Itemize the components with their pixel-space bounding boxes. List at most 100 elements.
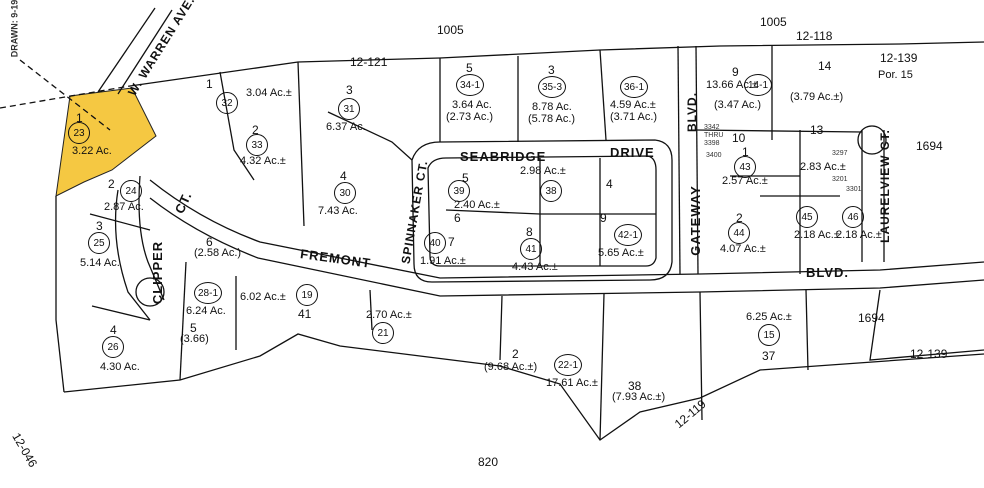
- parcel-39-lot-b: 6: [454, 211, 461, 225]
- parcel-35-lot: 3: [548, 63, 555, 77]
- ref-3297: 3297: [832, 150, 848, 157]
- parcel-42-lot: 9: [600, 211, 607, 225]
- parcel-14-acres: 13.66 Ac.±: [706, 79, 758, 91]
- parcel-25-acres: 5.14 Ac.: [80, 257, 120, 269]
- parcel-32-lot: 1: [206, 77, 213, 91]
- parcel-22-acres-b: (9.68 Ac.±): [484, 361, 538, 373]
- parcel-39-lot: 5: [462, 171, 469, 185]
- parcel-32-id[interactable]: 32: [216, 92, 238, 114]
- parcel-23-acres: 3.22 Ac.: [72, 145, 112, 157]
- parcel-35-acres: 8.78 Ac.: [532, 101, 572, 113]
- parcel-28-lot: 5: [190, 321, 197, 335]
- ref-1005-a: 1005: [437, 23, 464, 37]
- parcel-26-id[interactable]: 26: [102, 336, 124, 358]
- parcel-24-id[interactable]: 24: [120, 180, 142, 202]
- parcel-33-acres: 4.32 Ac.±: [240, 155, 286, 167]
- warren-ave-line-2: [117, 9, 173, 95]
- parcel-36-acres: 4.59 Ac.±: [610, 99, 656, 111]
- dashed-diag: [19, 59, 111, 131]
- parcel-39-id[interactable]: 39: [448, 180, 470, 202]
- street-seabridge: SEABRIDGE: [460, 149, 547, 164]
- parcel-28-id[interactable]: 28-1: [194, 282, 222, 304]
- parcel-21-id[interactable]: 21: [372, 322, 394, 344]
- ref-12-139-a: 12-139: [880, 51, 918, 65]
- parcel-14-top: 14: [818, 59, 832, 73]
- parcel-258-lot: 6: [206, 235, 213, 249]
- parcel-43-id[interactable]: 43: [734, 156, 756, 178]
- parcel-14-lot: 9: [732, 65, 739, 79]
- gateway-blvd-east: [695, 45, 699, 275]
- parcel-42-id[interactable]: 42-1: [614, 224, 642, 246]
- warren-ave-line: [97, 7, 156, 93]
- ref-por-15: Por. 15: [878, 69, 913, 81]
- parcel-38-id[interactable]: 38: [540, 180, 562, 202]
- parcel-31-id[interactable]: 31: [338, 98, 360, 120]
- seabridge-loop-inner: [427, 155, 657, 267]
- parcel-15-id[interactable]: 15: [758, 324, 780, 346]
- parcel-26-lot: 4: [110, 323, 117, 337]
- parcel-30-lot: 4: [340, 169, 347, 183]
- parcel-33-id[interactable]: 33: [246, 134, 268, 156]
- parcel-23-id[interactable]: 23: [68, 122, 90, 144]
- ref-3398: 3398: [704, 140, 720, 147]
- fremont-north: [149, 179, 984, 279]
- parcel-43-acres: 2.57 Ac.±: [722, 175, 768, 187]
- street-blvd-top: BLVD.: [685, 91, 700, 133]
- parcel-41-id[interactable]: 41: [520, 238, 542, 260]
- street-blvd-right: BLVD.: [806, 265, 850, 280]
- parcel-38-south-lot: 38: [628, 379, 642, 393]
- parcel-14-id[interactable]: 14-1: [744, 74, 772, 96]
- parcel-19-id[interactable]: 19: [296, 284, 318, 306]
- parcel-31-lot: 3: [346, 83, 353, 97]
- ref-1005-b: 1005: [760, 15, 787, 29]
- parcel-38-south-acres: (7.93 Ac.±): [612, 391, 666, 403]
- parcel-10-lot: 10: [732, 131, 746, 145]
- parcel-45-id[interactable]: 45: [796, 206, 818, 228]
- dashed-boundary: [0, 85, 131, 109]
- parcel-41-acres: 4.43 Ac.±: [512, 261, 558, 273]
- parcel-46-acres: 2.18 Ac.±: [836, 229, 882, 241]
- parcel-14-acres-b: (3.47 Ac.): [714, 99, 762, 111]
- parcel-28-acres-b: (3.66): [180, 333, 209, 345]
- parcel-33-lot: 2: [252, 123, 259, 137]
- ref-3342: 3342: [704, 124, 720, 131]
- ref-1694-a: 1694: [916, 139, 943, 153]
- ref-12-139-b: 12-139: [910, 347, 948, 361]
- parcel-44-lot: 2: [736, 211, 743, 225]
- fremont-south: [149, 197, 984, 297]
- parcel-13-lot: 13: [810, 123, 824, 137]
- parcel-42-acres: 5.65 Ac.±: [598, 247, 644, 259]
- parcel-26-acres: 4.30 Ac.: [100, 361, 140, 373]
- clipper-ct-west: [114, 189, 151, 321]
- parcel-25-id[interactable]: 25: [88, 232, 110, 254]
- ref-12-121: 12-121: [350, 55, 388, 69]
- parcel-22-lot: 2: [512, 347, 519, 361]
- parcel-602-acres: 6.02 Ac.±: [240, 291, 286, 303]
- parcel-30-id[interactable]: 30: [334, 182, 356, 204]
- parcel-24-acres: 2.87 Ac.: [104, 201, 144, 213]
- parcel-24-lot: 2: [108, 177, 115, 191]
- parcel-34-id[interactable]: 34-1: [456, 74, 484, 96]
- parcel-19-lot: 41: [298, 307, 312, 321]
- parcel-36-id[interactable]: 36-1: [620, 76, 648, 98]
- parcel-46-id[interactable]: 46: [842, 206, 864, 228]
- parcel-304-acres: 3.04 Ac.±: [246, 87, 292, 99]
- street-clipper: CLIPPER: [150, 240, 166, 305]
- street-drive: DRIVE: [610, 145, 655, 160]
- parcel-35-id[interactable]: 35-3: [538, 76, 566, 98]
- parcel-25-lot: 3: [96, 219, 103, 233]
- parcel-45-acres: 2.18 Ac.±: [794, 229, 840, 241]
- ref-thru: THRU: [704, 132, 724, 139]
- parcel-34-lot: 5: [466, 61, 473, 75]
- parcel-40-lot: 7: [448, 235, 455, 249]
- parcel-22-id[interactable]: 22-1: [554, 354, 582, 376]
- parcel-44-id[interactable]: 44: [728, 222, 750, 244]
- south-boundary: [63, 333, 984, 441]
- parcel-23-lot: 1: [76, 111, 83, 125]
- parcel-40-acres: 1.91 Ac.±: [420, 255, 466, 267]
- parcel-15-acres: 6.25 Ac.±: [746, 311, 792, 323]
- parcel-40-id[interactable]: 40: [424, 232, 446, 254]
- parcel-38-lot: 4: [606, 177, 613, 191]
